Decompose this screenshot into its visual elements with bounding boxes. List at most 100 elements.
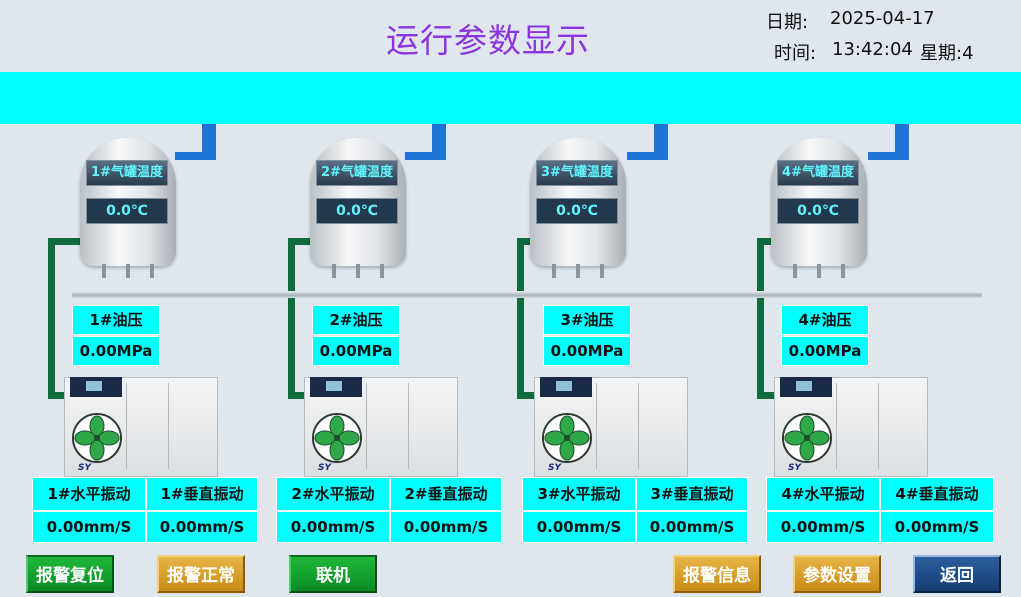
tank-temp-label: 3#气罐温度 [536,160,618,186]
blue-pipe-3 [654,124,668,160]
panel-seam [596,383,597,469]
tank-leg [817,264,821,278]
compressor-logo: SY [788,463,801,473]
blue-pipe-2-elbow [405,152,446,160]
compressor-4: SY [774,377,928,477]
compressor-1: SY [64,377,218,477]
tank-temp-label: 2#气罐温度 [316,160,398,186]
tank-leg [552,264,556,278]
v-vibration-label-1: 1#垂直振动 [146,477,258,511]
tank-leg [841,264,845,278]
panel-seam [638,383,639,469]
date-label: 日期: [766,12,809,33]
main-horizontal-pipe [72,291,982,298]
green-pipe-4-bottom [757,392,781,399]
online-button[interactable]: 联机 [289,555,377,593]
alarm-normal-button[interactable]: 报警正常 [157,555,245,593]
green-pipe-2-top [288,238,316,245]
h-vibration-value-4: 0.00mm/S [766,511,880,543]
air-tank-3: 3#气罐温度 0.0℃ [530,138,626,278]
green-pipe-3-vertical [517,238,524,398]
blue-pipe-4-elbow [868,152,909,160]
alarm-info-button[interactable]: 报警信息 [673,555,761,593]
tank-leg [150,264,154,278]
h-vibration-label-1: 1#水平振动 [32,477,146,511]
panel-seam [878,383,879,469]
tank-leg [793,264,797,278]
tank-temp-value: 0.0℃ [86,198,168,224]
tank-leg [600,264,604,278]
air-tank-1: 1#气罐温度 0.0℃ [80,138,176,278]
tank-leg [576,264,580,278]
tank-temp-label: 4#气罐温度 [777,160,859,186]
v-vibration-label-2: 2#垂直振动 [390,477,502,511]
compressor-logo: SY [318,463,331,473]
blue-pipe-2 [432,124,446,160]
v-vibration-label-3: 3#垂直振动 [636,477,748,511]
panel-seam [126,383,127,469]
tank-temp-value: 0.0℃ [536,198,618,224]
alarm-reset-button[interactable]: 报警复位 [26,555,114,593]
oil-pressure-label-1: 1#油压 [72,305,160,335]
green-pipe-1-top [48,238,84,245]
compressor-logo: SY [78,463,91,473]
oil-pressure-label-2: 2#油压 [312,305,400,335]
blue-pipe-1-elbow [175,152,216,160]
compressor-screen [326,381,342,391]
compressor-2: SY [304,377,458,477]
time-value: 13:42:04 [832,39,913,60]
fan-icon [542,413,592,463]
tank-temp-label: 1#气罐温度 [86,160,168,186]
h-vibration-value-2: 0.00mm/S [276,511,390,543]
panel-seam [408,383,409,469]
panel-seam [836,383,837,469]
oil-pressure-value-2: 0.00MPa [312,336,400,366]
h-vibration-label-2: 2#水平振动 [276,477,390,511]
oil-pressure-value-3: 0.00MPa [543,336,631,366]
v-vibration-value-3: 0.00mm/S [636,511,748,543]
blue-pipe-1 [202,124,216,160]
green-pipe-1-vertical [48,238,55,398]
v-vibration-value-2: 0.00mm/S [390,511,502,543]
green-pipe-4-top [757,238,775,245]
green-pipe-4-vertical [757,238,764,398]
green-pipe-2-vertical [288,238,295,398]
back-button[interactable]: 返回 [913,555,1001,593]
oil-pressure-label-4: 4#油压 [781,305,869,335]
h-vibration-label-3: 3#水平振动 [522,477,636,511]
tank-temp-value: 0.0℃ [777,198,859,224]
compressor-screen [556,381,572,391]
fan-icon [782,413,832,463]
page-title: 运行参数显示 [386,21,590,60]
tank-leg [356,264,360,278]
panel-seam [168,383,169,469]
air-tank-4: 4#气罐温度 0.0℃ [771,138,867,278]
v-vibration-value-4: 0.00mm/S [880,511,994,543]
oil-pressure-label-3: 3#油压 [543,305,631,335]
blue-pipe-3-elbow [627,152,668,160]
param-settings-button[interactable]: 参数设置 [793,555,881,593]
oil-pressure-value-1: 0.00MPa [72,336,160,366]
fan-icon [312,413,362,463]
tank-leg [126,264,130,278]
date-value: 2025-04-17 [830,8,935,29]
panel-seam [366,383,367,469]
green-pipe-3-top [517,238,535,245]
compressor-screen [796,381,812,391]
green-pipe-2-bottom [288,392,312,399]
v-vibration-value-1: 0.00mm/S [146,511,258,543]
tank-leg [380,264,384,278]
oil-pressure-value-4: 0.00MPa [781,336,869,366]
h-vibration-label-4: 4#水平振动 [766,477,880,511]
tank-temp-value: 0.0℃ [316,198,398,224]
compressor-logo: SY [548,463,561,473]
tank-leg [332,264,336,278]
green-pipe-1-bottom [48,392,72,399]
v-vibration-label-4: 4#垂直振动 [880,477,994,511]
air-tank-2: 2#气罐温度 0.0℃ [310,138,406,278]
h-vibration-value-3: 0.00mm/S [522,511,636,543]
header-band [0,72,1021,124]
time-label: 时间: [774,43,817,64]
tank-leg [102,264,106,278]
weekday-label: 星期:4 [920,43,974,64]
